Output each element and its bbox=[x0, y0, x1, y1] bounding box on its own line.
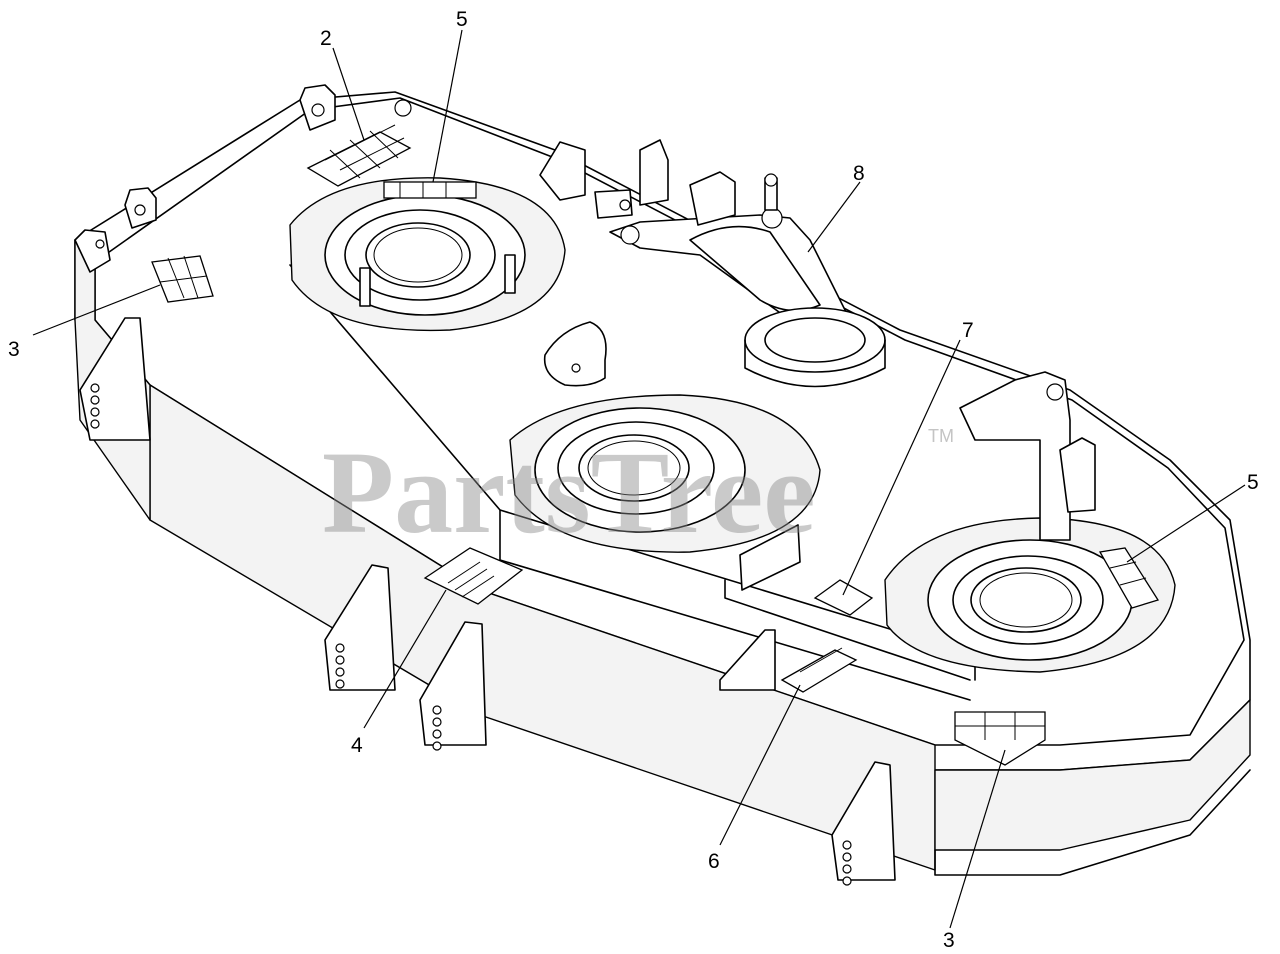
callout-5-right: 5 bbox=[1126, 471, 1259, 563]
decal-3-bottom bbox=[954, 711, 1046, 766]
front-bracket-left bbox=[79, 317, 151, 441]
callout-8: 8 bbox=[807, 162, 865, 253]
svg-text:7: 7 bbox=[962, 319, 974, 342]
svg-text:4: 4 bbox=[351, 734, 363, 757]
svg-text:6: 6 bbox=[708, 850, 720, 873]
callout-4: 4 bbox=[351, 589, 447, 757]
mower-deck bbox=[74, 84, 1251, 886]
callout-3-left: 3 bbox=[8, 284, 161, 361]
decal-2 bbox=[306, 124, 412, 187]
svg-text:5: 5 bbox=[456, 8, 468, 31]
callout-3-bottom: 3 bbox=[943, 749, 1006, 952]
decal-5-top bbox=[383, 181, 477, 199]
watermark-text: PartsTree bbox=[322, 427, 816, 558]
svg-text:3: 3 bbox=[943, 929, 955, 952]
svg-text:5: 5 bbox=[1247, 471, 1259, 494]
svg-text:3: 3 bbox=[8, 338, 20, 361]
decal-7 bbox=[813, 579, 874, 616]
callout-5-top: 5 bbox=[432, 8, 468, 183]
svg-text:8: 8 bbox=[853, 162, 865, 185]
front-bracket-mid-left bbox=[324, 564, 396, 691]
front-bracket-right bbox=[831, 761, 896, 886]
decal-6 bbox=[780, 647, 858, 693]
callout-7: 7 bbox=[842, 319, 974, 596]
callout-6: 6 bbox=[708, 684, 801, 873]
watermark-trademark: TM bbox=[928, 426, 954, 446]
front-bracket-center bbox=[419, 621, 487, 751]
decal-4 bbox=[423, 547, 524, 605]
decal-3-left bbox=[151, 255, 214, 303]
svg-text:2: 2 bbox=[320, 27, 332, 50]
decal-5-right bbox=[1098, 547, 1160, 609]
callout-2: 2 bbox=[320, 27, 365, 141]
